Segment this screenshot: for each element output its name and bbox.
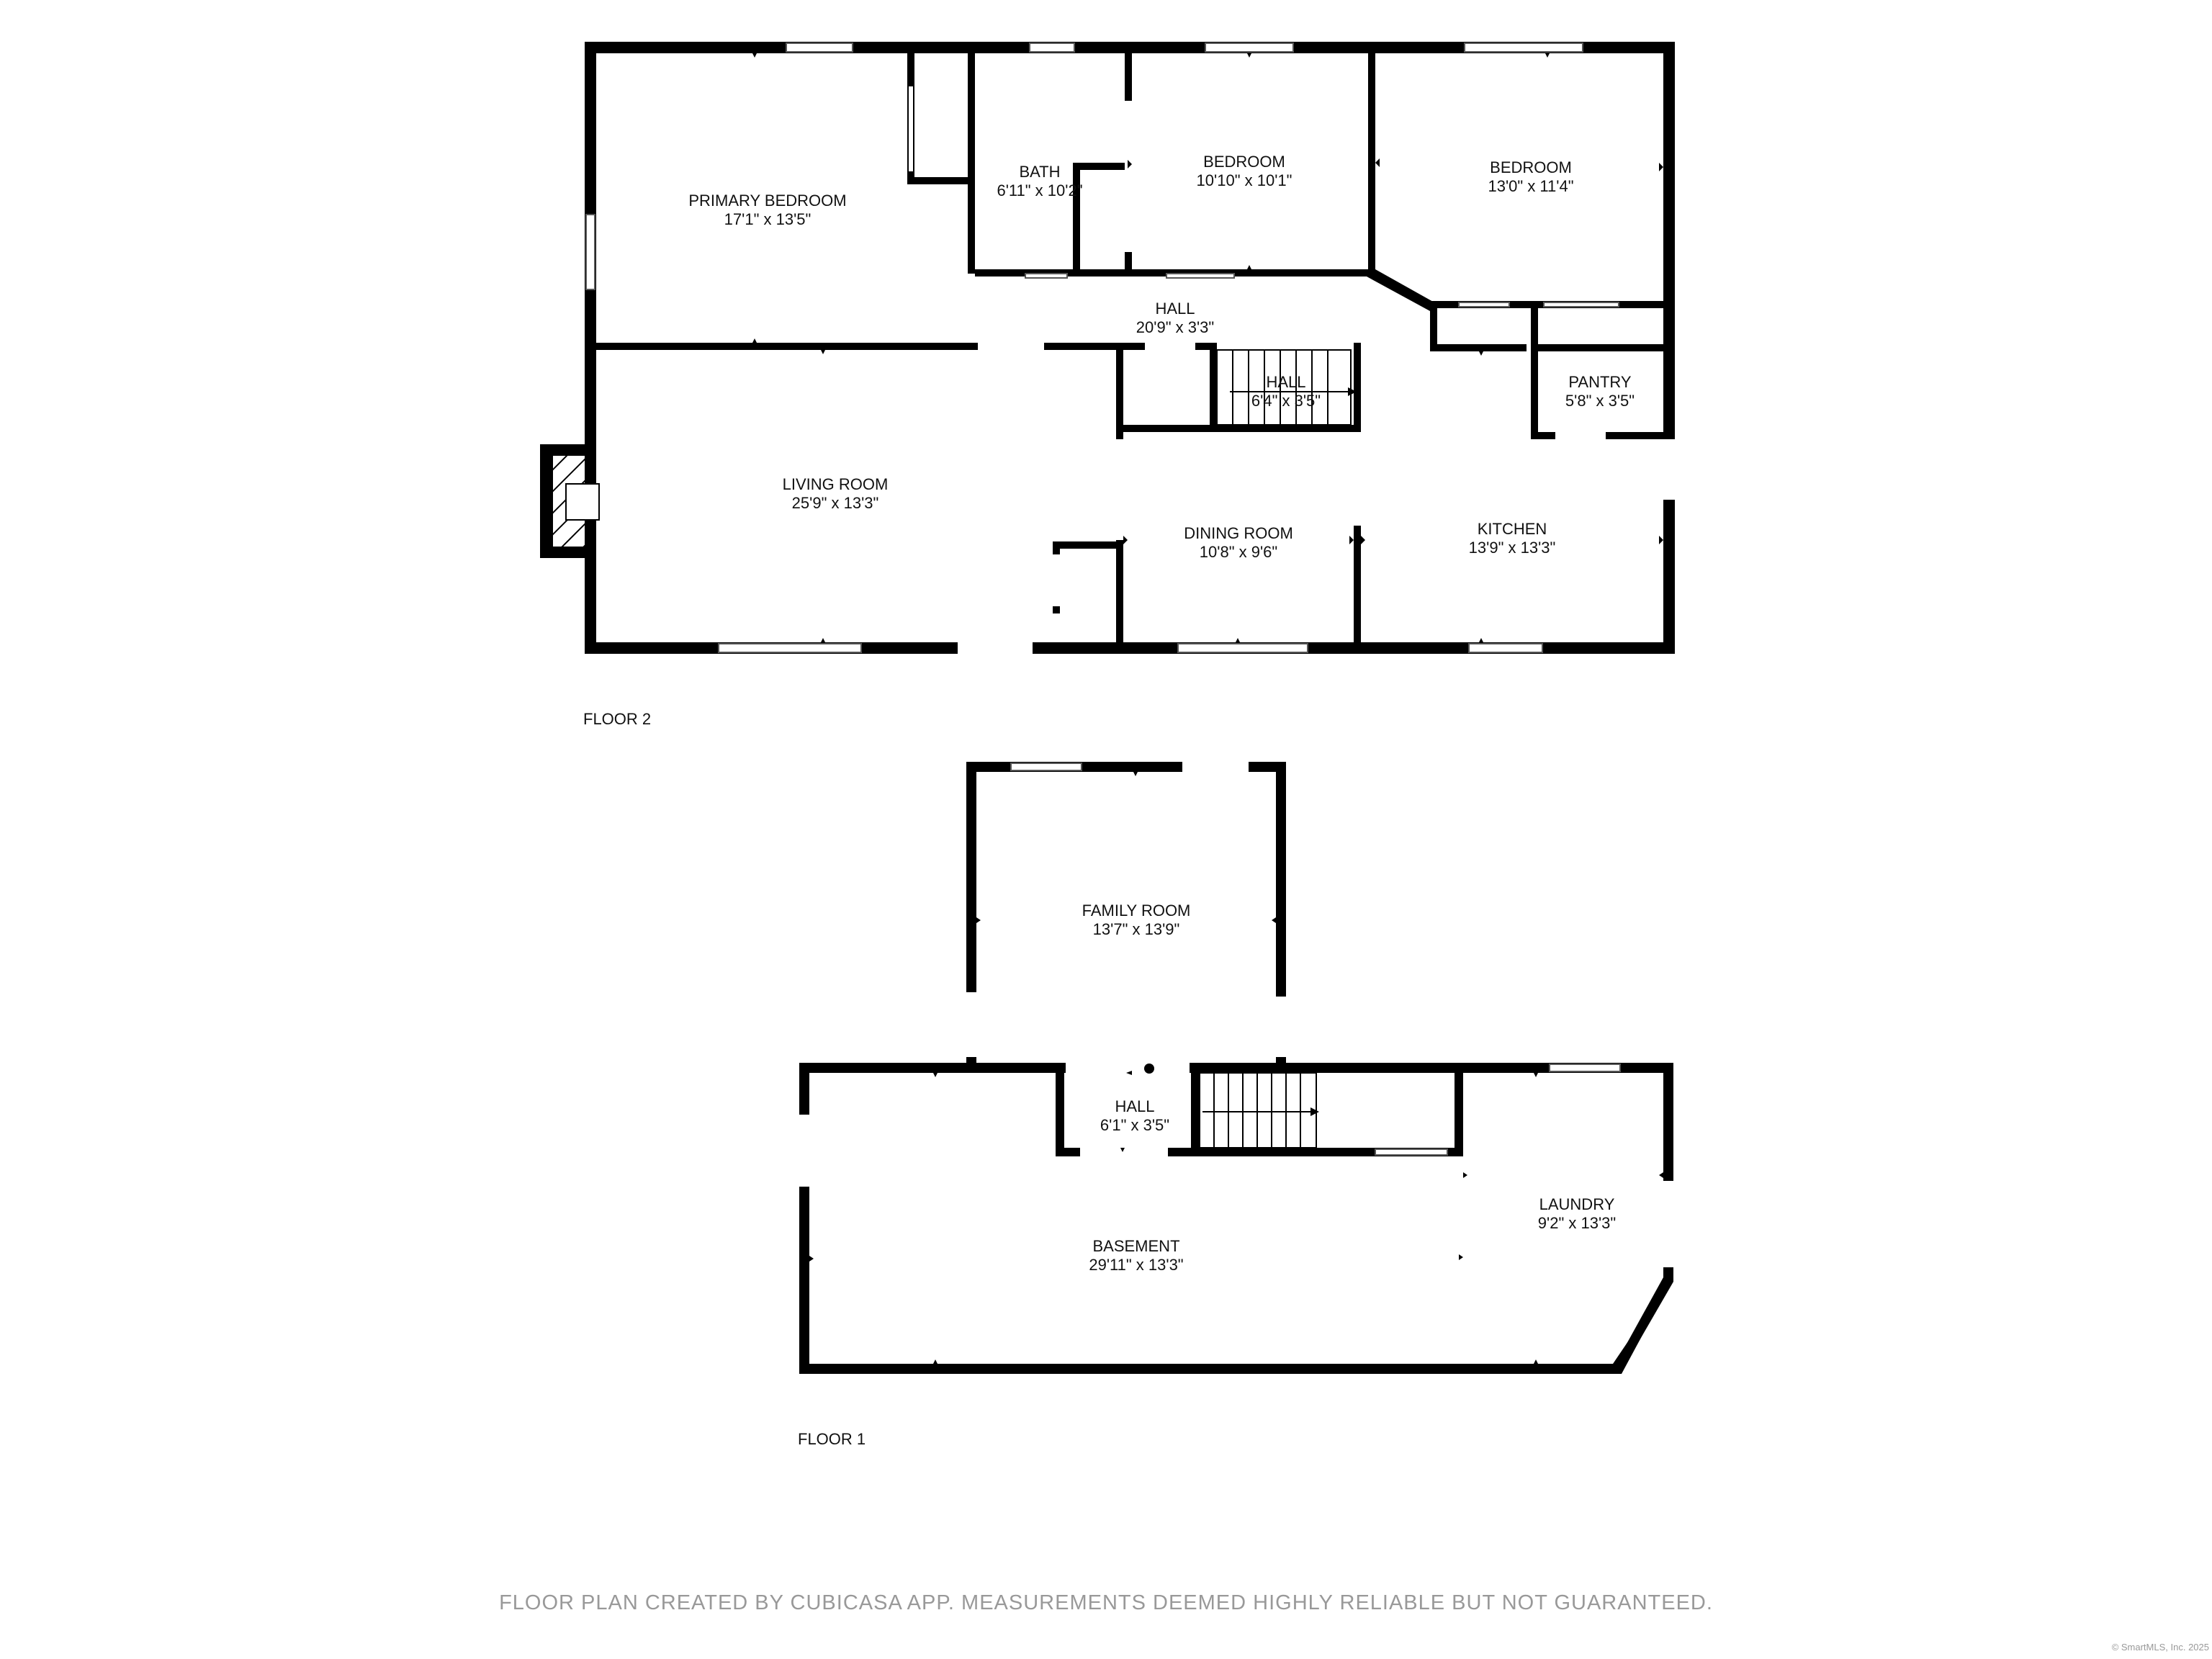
wall xyxy=(1430,301,1437,351)
wall xyxy=(585,42,1675,53)
copyright-notice: © SmartMLS, Inc. 2025 xyxy=(2111,1642,2209,1653)
room-dim-bath: 6'11" x 10'2" xyxy=(997,181,1082,199)
room-dim-dining-room: 10'8" x 9'6" xyxy=(1200,543,1277,561)
wall xyxy=(1663,42,1675,654)
wall xyxy=(1116,425,1354,432)
room-name-pantry: PANTRY xyxy=(1568,373,1632,391)
room-name-basement: BASEMENT xyxy=(1092,1237,1179,1255)
room-dim-primary-bedroom: 17'1" x 13'5" xyxy=(724,210,811,228)
room-dim-hall: 6'1" x 3'5" xyxy=(1100,1116,1169,1134)
window xyxy=(1010,763,1082,771)
room-dim-hall: 20'9" x 3'3" xyxy=(1136,318,1214,336)
window xyxy=(1468,643,1543,653)
wall xyxy=(1610,1277,1673,1374)
wall xyxy=(1210,350,1217,428)
window xyxy=(1029,42,1075,53)
wall xyxy=(1531,301,1538,435)
stairs xyxy=(1199,1072,1319,1148)
window xyxy=(585,214,595,290)
wall xyxy=(1430,344,1527,351)
wall xyxy=(1455,1063,1463,1156)
wall xyxy=(799,1063,809,1374)
room-name-living-room: LIVING ROOM xyxy=(783,475,889,493)
room-name-bath: BATH xyxy=(1019,163,1060,181)
room-name-laundry: LAUNDRY xyxy=(1539,1195,1615,1213)
wall xyxy=(966,762,976,1063)
wall xyxy=(907,177,968,184)
room-name-hall: HALL xyxy=(1266,373,1305,391)
room-dim-hall: 6'4" x 3'5" xyxy=(1251,392,1321,410)
window xyxy=(1375,1148,1448,1156)
room-labels: PRIMARY BEDROOM 17'1" x 13'5" BATH 6'11"… xyxy=(688,153,1635,1274)
room-name-kitchen: KITCHEN xyxy=(1478,520,1547,538)
wall xyxy=(1367,269,1434,311)
floor-2-plan xyxy=(540,42,1675,654)
post-marker xyxy=(1144,1064,1154,1074)
window xyxy=(1464,42,1583,53)
floor-label-floor-2: FLOOR 2 xyxy=(583,710,651,728)
wall xyxy=(1191,1063,1200,1156)
window xyxy=(1177,643,1308,653)
room-name-bedroom: BEDROOM xyxy=(1203,153,1285,171)
room-dim-kitchen: 13'9" x 13'3" xyxy=(1469,539,1556,557)
room-dim-basement: 29'11" x 13'3" xyxy=(1089,1256,1183,1274)
window xyxy=(1458,302,1510,307)
fireplace xyxy=(540,444,600,558)
room-dim-pantry: 5'8" x 3'5" xyxy=(1565,392,1635,410)
wall xyxy=(968,53,975,274)
wall xyxy=(1073,163,1080,272)
room-dim-bedroom: 10'10" x 10'1" xyxy=(1197,171,1292,189)
room-name-hall: HALL xyxy=(1115,1097,1154,1115)
room-name-family-room: FAMILY ROOM xyxy=(1082,902,1191,920)
wall xyxy=(1044,343,1354,350)
room-dim-family-room: 13'7" x 13'9" xyxy=(1093,920,1180,938)
floor-1-plan xyxy=(799,762,1673,1374)
wall xyxy=(1053,541,1118,549)
room-name-hall: HALL xyxy=(1155,300,1195,318)
window xyxy=(1543,302,1619,307)
window xyxy=(1025,273,1068,279)
wall xyxy=(1056,1063,1064,1156)
wall xyxy=(1276,762,1286,1063)
wall xyxy=(799,1274,1673,1374)
room-name-bedroom: BEDROOM xyxy=(1490,158,1572,176)
disclaimer-footer: FLOOR PLAN CREATED BY CUBICASA APP. MEAS… xyxy=(499,1591,1713,1614)
room-dim-bedroom: 13'0" x 11'4" xyxy=(1488,177,1573,195)
room-dim-living-room: 25'9" x 13'3" xyxy=(792,494,879,512)
stairs xyxy=(1216,349,1357,426)
window xyxy=(718,643,862,653)
window xyxy=(1166,273,1235,279)
floor-label-floor-1: FLOOR 1 xyxy=(798,1430,866,1448)
wall xyxy=(596,343,978,350)
room-name-primary-bedroom: PRIMARY BEDROOM xyxy=(688,192,846,210)
wall xyxy=(585,42,596,654)
window xyxy=(1205,42,1294,53)
room-name-dining-room: DINING ROOM xyxy=(1184,524,1293,542)
room-dim-laundry: 9'2" x 13'3" xyxy=(1538,1214,1616,1232)
wall xyxy=(1073,163,1125,170)
window xyxy=(1549,1064,1621,1072)
wall xyxy=(1531,344,1663,351)
window xyxy=(786,42,853,53)
